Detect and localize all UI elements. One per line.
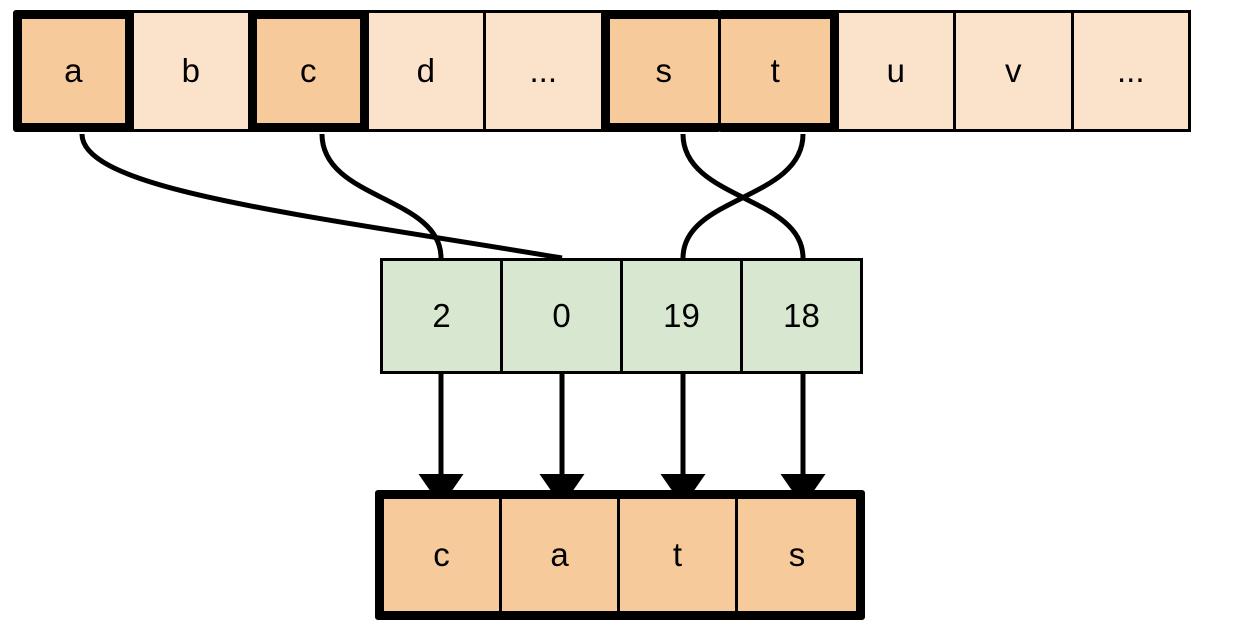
index-cell-1[interactable]: 0 <box>500 258 623 374</box>
alphabet-cell-5[interactable]: s <box>600 10 721 132</box>
curve-a-to-0 <box>79 133 563 261</box>
alphabet-cell-9-ellipsis[interactable]: ... <box>1070 10 1191 132</box>
result-cell-1[interactable]: a <box>502 499 620 611</box>
index-cell-0[interactable]: 2 <box>380 258 503 374</box>
alphabet-cell-1[interactable]: b <box>130 10 251 132</box>
alphabet-cell-7[interactable]: u <box>835 10 956 132</box>
alphabet-cell-4-ellipsis[interactable]: ... <box>483 10 604 132</box>
curve-s-to-18 <box>680 133 806 259</box>
alphabet-cell-2[interactable]: c <box>248 10 369 132</box>
index-cell-3[interactable]: 18 <box>740 258 863 374</box>
alphabet-row: a b c d ... s t u v ... <box>13 10 1191 132</box>
result-row: c a t s <box>375 490 865 620</box>
result-cell-2[interactable]: t <box>620 499 738 611</box>
alphabet-cell-8[interactable]: v <box>953 10 1074 132</box>
index-cell-2[interactable]: 19 <box>620 258 743 374</box>
result-cell-0[interactable]: c <box>384 499 502 611</box>
curve-c-to-2 <box>319 133 444 259</box>
alphabet-cell-0[interactable]: a <box>13 10 134 132</box>
result-cell-3[interactable]: s <box>738 499 856 611</box>
alphabet-cell-6[interactable]: t <box>718 10 839 132</box>
index-row: 2 0 19 18 <box>380 258 863 374</box>
alphabet-cell-3[interactable]: d <box>365 10 486 132</box>
curve-t-to-19 <box>680 133 806 259</box>
